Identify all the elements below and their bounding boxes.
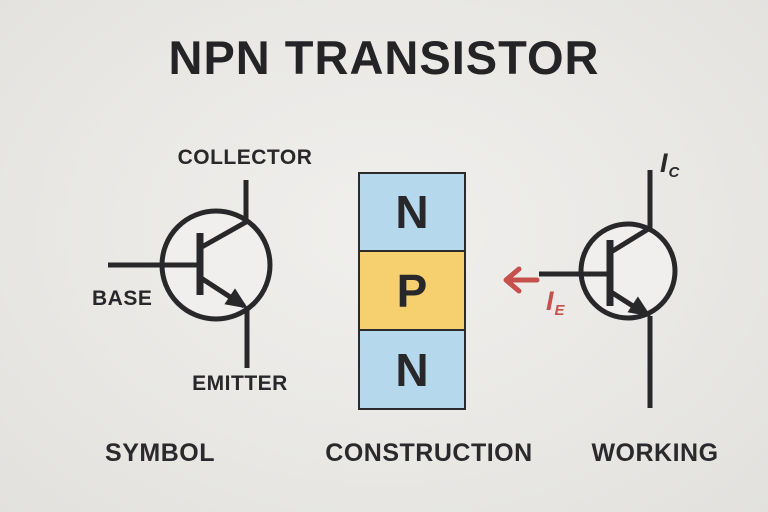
base-label: BASE <box>92 287 153 310</box>
emitter-arrowhead-icon <box>627 296 651 317</box>
p-layer-middle: P <box>358 250 466 331</box>
ic-symbol: I <box>660 148 668 178</box>
collector-lead <box>609 170 653 255</box>
construction-caption: CONSTRUCTION <box>325 439 533 467</box>
ic-subscript: C <box>668 164 680 181</box>
n-layer-bottom: N <box>358 329 466 410</box>
emitter-current-label: IE <box>546 286 565 319</box>
symbol-caption: SYMBOL <box>105 439 215 467</box>
n-layer-top: N <box>358 172 466 252</box>
transistor-symbol-drawing <box>108 180 273 368</box>
ie-symbol: I <box>546 286 554 316</box>
collector-lead <box>198 180 249 251</box>
working-caption: WORKING <box>591 439 719 467</box>
emitter-arrowhead-icon <box>224 288 248 309</box>
npn-layer-stack: N P N <box>358 172 466 410</box>
emitter-label: EMITTER <box>192 372 288 395</box>
ie-subscript: E <box>554 302 565 319</box>
page-title: NPN TRANSISTOR <box>168 31 600 84</box>
collector-label: COLLECTOR <box>177 146 313 169</box>
collector-current-label: IC <box>660 148 679 181</box>
transistor-circle <box>578 221 678 321</box>
emitter-current-arrow-icon <box>503 266 540 294</box>
working-transistor-drawing <box>503 170 678 408</box>
